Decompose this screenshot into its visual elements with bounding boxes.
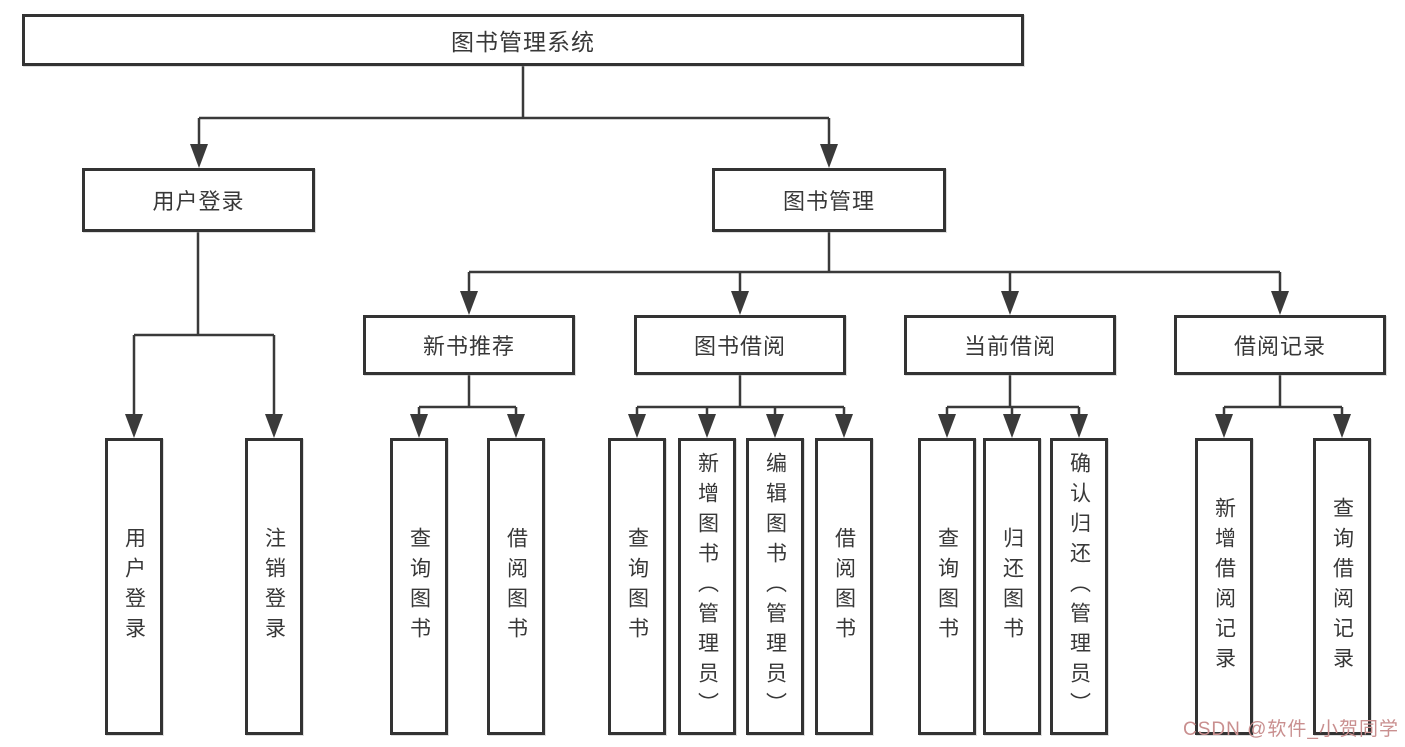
node-label: 查询借阅记录 bbox=[1330, 496, 1354, 677]
arrow-icon bbox=[1070, 414, 1088, 438]
leaf-user-login: 用户登录 bbox=[105, 438, 163, 735]
leaf-query-books: 查询图书 bbox=[918, 438, 976, 735]
connector-root bbox=[197, 66, 831, 150]
node-label: 查询图书 bbox=[935, 526, 959, 647]
node-label: 新书推荐 bbox=[422, 334, 515, 359]
leaf-query-books: 查询图书 bbox=[390, 438, 448, 735]
arrow-icon bbox=[190, 144, 208, 168]
leaf-return-books: 归还图书 bbox=[983, 438, 1041, 735]
arrow-icon bbox=[1333, 414, 1351, 438]
connector-book-borrowing bbox=[635, 375, 846, 420]
connector-new-book-recommend bbox=[417, 375, 518, 420]
node-current-borrowing: 当前借阅 bbox=[904, 315, 1116, 375]
node-label: 注销登录 bbox=[262, 526, 286, 647]
node-new-book-recommend: 新书推荐 bbox=[363, 315, 575, 375]
arrow-icon bbox=[628, 414, 646, 438]
node-label: 归还图书 bbox=[1000, 526, 1024, 647]
arrow-icon bbox=[835, 414, 853, 438]
connector-book-management bbox=[467, 232, 1282, 298]
node-book-borrowing: 图书借阅 bbox=[634, 315, 846, 375]
node-label: 当前借阅 bbox=[963, 334, 1056, 359]
node-borrowing-records: 借阅记录 bbox=[1174, 315, 1386, 375]
arrow-icon bbox=[766, 414, 784, 438]
arrow-icon bbox=[460, 291, 478, 315]
arrow-icon bbox=[820, 144, 838, 168]
node-label: 查询图书 bbox=[407, 526, 431, 647]
watermark: CSDN @软件_小贺同学 bbox=[1183, 719, 1399, 740]
node-label: 借阅记录 bbox=[1233, 334, 1326, 359]
arrow-icon bbox=[698, 414, 716, 438]
leaf-borrow-books: 借阅图书 bbox=[815, 438, 873, 735]
node-label: 新增图书（管理员） bbox=[695, 451, 719, 722]
arrow-icon bbox=[1003, 414, 1021, 438]
node-label: 图书管理系统 bbox=[451, 29, 595, 55]
connector-user-login bbox=[132, 232, 276, 420]
arrow-icon bbox=[731, 291, 749, 315]
node-label: 确认归还（管理员） bbox=[1067, 451, 1091, 722]
node-label: 借阅图书 bbox=[504, 526, 528, 647]
arrow-icon bbox=[410, 414, 428, 438]
arrow-icon bbox=[1271, 291, 1289, 315]
node-library-management-system: 图书管理系统 bbox=[22, 14, 1024, 66]
node-label: 借阅图书 bbox=[832, 526, 856, 647]
arrow-icon bbox=[1001, 291, 1019, 315]
leaf-query-books: 查询图书 bbox=[608, 438, 666, 735]
connector-current-borrowing bbox=[945, 375, 1081, 420]
arrow-icon bbox=[507, 414, 525, 438]
node-label: 新增借阅记录 bbox=[1212, 496, 1236, 677]
leaf-add-borrow-record: 新增借阅记录 bbox=[1195, 438, 1253, 735]
node-label: 查询图书 bbox=[625, 526, 649, 647]
node-user-login: 用户登录 bbox=[82, 168, 315, 232]
leaf-confirm-return-admin: 确认归还（管理员） bbox=[1050, 438, 1108, 735]
arrow-icon bbox=[265, 414, 283, 438]
leaf-logout: 注销登录 bbox=[245, 438, 303, 735]
arrow-icon bbox=[1215, 414, 1233, 438]
node-label: 图书管理 bbox=[782, 189, 875, 214]
leaf-borrow-books: 借阅图书 bbox=[487, 438, 545, 735]
leaf-query-borrow-record: 查询借阅记录 bbox=[1313, 438, 1371, 735]
leaf-add-books-admin: 新增图书（管理员） bbox=[678, 438, 736, 735]
node-label: 图书借阅 bbox=[693, 334, 786, 359]
connector-borrowing-records bbox=[1222, 375, 1344, 420]
leaf-edit-books-admin: 编辑图书（管理员） bbox=[746, 438, 804, 735]
arrow-icon bbox=[938, 414, 956, 438]
arrow-icon bbox=[125, 414, 143, 438]
node-book-management: 图书管理 bbox=[712, 168, 946, 232]
node-label: 用户登录 bbox=[152, 189, 245, 214]
node-label: 编辑图书（管理员） bbox=[763, 451, 787, 722]
node-label: 用户登录 bbox=[122, 526, 146, 647]
